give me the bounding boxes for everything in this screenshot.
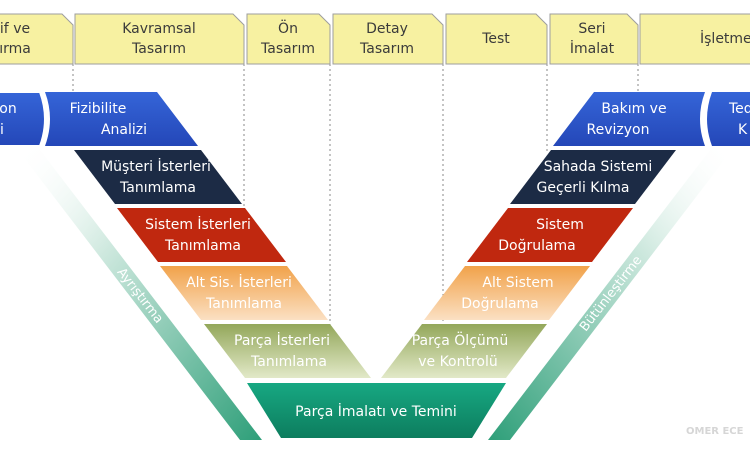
phase-label: if ve — [0, 21, 30, 37]
stage-shape — [204, 324, 371, 378]
stage-label: Tanımlama — [164, 238, 241, 254]
phase-label: Detay — [366, 21, 408, 37]
stage-system-requirements: Sistem İsterleri Tanımlama — [117, 208, 286, 262]
stage-label: Alt Sis. İsterleri — [186, 273, 292, 291]
stage-label: Tanımlama — [250, 354, 327, 370]
stage-label: Müşteri İsterleri — [101, 157, 211, 175]
stage-shape — [424, 266, 590, 320]
stage-label: on — [0, 101, 17, 117]
phase-label: Tasarım — [359, 41, 414, 57]
stage-shape — [553, 92, 705, 146]
stage-label: Sistem İsterleri — [145, 215, 251, 233]
stage-shape — [117, 208, 286, 262]
stage-subsystem-requirements: Alt Sis. İsterleri Tanımlama — [160, 266, 328, 320]
phase-label: Ön — [278, 19, 298, 37]
stage-subsystem-verification: Alt Sistem Doğrulama — [424, 266, 590, 320]
phase-label: İşletme — [700, 29, 750, 47]
watermark: OMER ECE — [686, 426, 744, 437]
stage-label: Alt Sistem — [482, 275, 553, 291]
stage-shape — [0, 91, 46, 147]
stage-label: Tanımlama — [205, 296, 282, 312]
phase-label: İmalat — [570, 39, 615, 57]
stage-label: Ted — [728, 101, 750, 117]
stage-label: Parça İmalatı ve Temini — [295, 402, 457, 420]
stage-shape — [467, 208, 633, 262]
decomposition-label: Ayrıştırma — [114, 265, 166, 326]
phase-label: Tasarım — [131, 41, 186, 57]
phase-box-shape — [639, 13, 750, 65]
phase-box-shape — [549, 13, 639, 65]
phase-box-conceptual-design: Kavramsal Tasarım — [74, 13, 245, 65]
stage-part-measurement: Parça Ölçümü ve Kontrolü — [381, 324, 547, 378]
right-stages: Parça Ölçümü ve Kontrolü Alt Sistem Doğr… — [381, 92, 750, 378]
left-stages: on i Fizibilite Analizi Müşteri İsterler… — [0, 91, 371, 378]
stage-label: Sahada Sistemi — [544, 159, 653, 175]
stage-shape — [45, 92, 198, 146]
integration-label: Bütünleştirme — [577, 253, 645, 334]
phase-box-preliminary-design: Ön Tasarım — [246, 13, 331, 65]
phase-box-test: Test — [445, 13, 548, 65]
integration-arrow-shape — [488, 150, 732, 440]
stage-label: K — [738, 122, 748, 138]
stage-label: Analizi — [101, 122, 147, 138]
stage-left-cut: on i — [0, 91, 46, 147]
stage-part-production: Parça İmalatı ve Temini — [247, 383, 506, 438]
phase-box-operation: İşletme — [639, 13, 750, 65]
stage-field-validation: Sahada Sistemi Geçerli Kılma — [510, 150, 676, 204]
decomposition-arrow-shape — [18, 150, 262, 440]
phase-label: Test — [481, 31, 510, 47]
stage-label: Parça İsterleri — [234, 331, 330, 349]
phase-box-shape — [74, 13, 245, 65]
stage-system-verification: Sistem Doğrulama — [467, 208, 633, 262]
phase-box-detail-design: Detay Tasarım — [332, 13, 444, 65]
stage-shape — [510, 150, 676, 204]
stage-right-cut: Ted K — [707, 92, 750, 146]
stage-shape — [160, 266, 328, 320]
phase-header: if ve ırma Kavramsal Tasarım Ön Tasarım … — [0, 13, 750, 65]
phase-label: Seri — [578, 21, 605, 37]
stage-shape — [381, 324, 547, 378]
phase-box-shape — [0, 13, 74, 65]
phase-label: Kavramsal — [122, 21, 196, 37]
stage-label: Sistem — [536, 217, 584, 233]
stage-label: Fizibilite — [70, 101, 127, 117]
stage-label: ve Kontrolü — [418, 354, 498, 370]
stage-feasibility-analysis: Fizibilite Analizi — [45, 92, 198, 146]
phase-label: Tasarım — [260, 41, 315, 57]
phase-box-shape — [332, 13, 444, 65]
stage-label: Doğrulama — [461, 296, 539, 312]
stage-label: Tanımlama — [119, 180, 196, 196]
stage-label: Bakım ve — [601, 101, 666, 117]
stage-label: Doğrulama — [498, 238, 576, 254]
stage-shape — [707, 92, 750, 146]
stage-label: Revizyon — [587, 122, 650, 138]
stage-customer-requirements: Müşteri İsterleri Tanımlama — [74, 150, 242, 204]
stage-shape — [74, 150, 242, 204]
stage-shape — [247, 383, 506, 438]
stage-label: Geçerli Kılma — [537, 180, 630, 196]
stage-part-requirements: Parça İsterleri Tanımlama — [204, 324, 371, 378]
stage-label: i — [0, 122, 4, 138]
stage-label: Parça Ölçümü — [412, 331, 509, 349]
phase-label: ırma — [0, 41, 31, 57]
phase-box-feasibility: if ve ırma — [0, 13, 74, 65]
stage-maintenance-revision: Bakım ve Revizyon — [553, 92, 705, 146]
phase-box-shape — [246, 13, 331, 65]
phase-box-shape — [445, 13, 548, 65]
phase-box-serial-production: Seri İmalat — [549, 13, 639, 65]
